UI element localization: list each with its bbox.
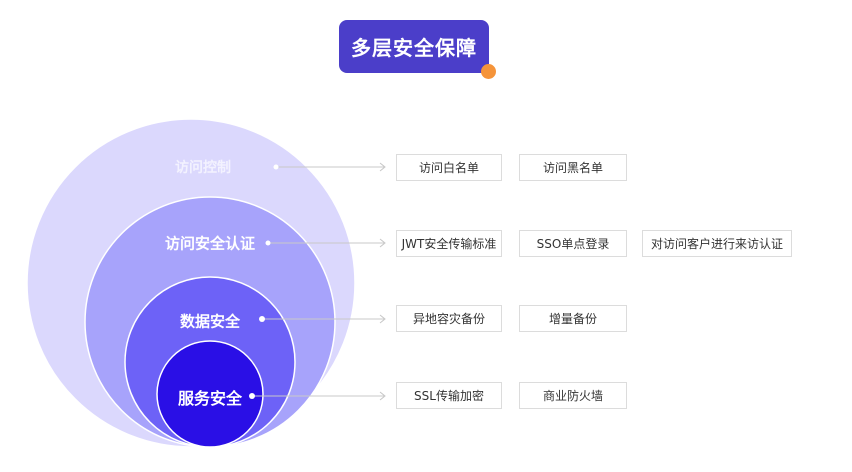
- connector-dot-0: [273, 164, 279, 170]
- accent-dot: [481, 64, 496, 79]
- tag-offsite-backup: 异地容灾备份: [396, 305, 502, 332]
- connector-arrow-0: [379, 162, 386, 172]
- connector-arrow-3: [379, 391, 386, 401]
- connector-dot-3: [249, 393, 255, 399]
- tag-jwt: JWT安全传输标准: [396, 230, 502, 257]
- connector-dot-1: [265, 240, 271, 246]
- layer-label-data-security: 数据安全: [179, 312, 241, 331]
- connector-dot-2: [259, 316, 265, 322]
- tag-visitor-auth: 对访问客户进行来访认证: [642, 230, 792, 257]
- layer-circle-3: [156, 340, 264, 448]
- tag-whitelist: 访问白名单: [396, 154, 502, 181]
- tag-blacklist: 访问黑名单: [519, 154, 627, 181]
- page-title: 多层安全保障: [339, 20, 489, 73]
- connector-arrow-1: [379, 238, 386, 248]
- tag-ssl: SSL传输加密: [396, 382, 502, 409]
- layer-label-access-auth: 访问安全认证: [164, 234, 256, 253]
- tag-sso: SSO单点登录: [519, 230, 627, 257]
- connector-arrow-2: [379, 314, 386, 324]
- layer-label-access-control: 访问控制: [175, 160, 231, 176]
- tag-incremental-backup: 增量备份: [519, 305, 627, 332]
- tag-firewall: 商业防火墙: [519, 382, 627, 409]
- layer-label-service-security: 服务安全: [177, 389, 243, 408]
